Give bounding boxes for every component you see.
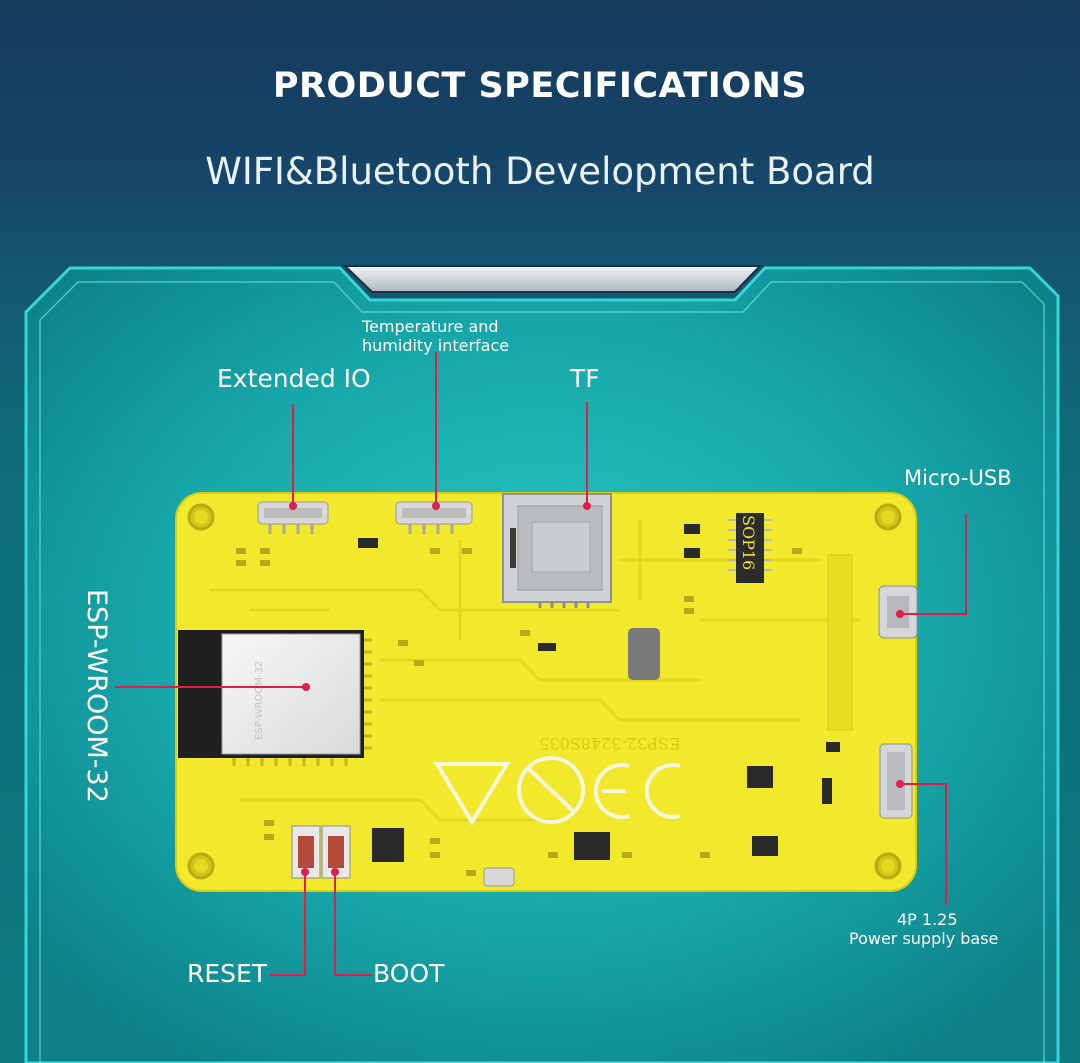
board-silkscreen: ESP32-3248S035 <box>539 734 680 753</box>
temp-humidity-label: Temperature and humidity interface <box>362 317 510 355</box>
page-subtitle: WIFI&Bluetooth Development Board <box>205 150 875 193</box>
esp-wroom-32-module <box>178 630 372 766</box>
power-connector <box>879 743 913 819</box>
power-base-label-line1: 4P 1.25 <box>897 910 958 929</box>
sop16-chip <box>728 513 772 583</box>
page-title: PRODUCT SPECIFICATIONS <box>272 66 808 106</box>
leader-markers <box>289 502 904 876</box>
mount-holes <box>187 503 902 880</box>
esp-module-print: ESP-WROOM-32 <box>254 661 265 740</box>
panel-tab <box>342 265 763 293</box>
power-base-label-line2: Power supply base <box>849 929 999 948</box>
tf-label: TF <box>570 364 600 393</box>
extended-io-label: Extended IO <box>217 364 371 393</box>
boot-label: BOOT <box>373 959 445 988</box>
reset-label: RESET <box>187 959 268 988</box>
cert-marks <box>433 756 681 826</box>
micro-usb-label: Micro-USB <box>904 466 1012 490</box>
sop16-chip-label: SOP16 <box>739 515 758 570</box>
tf-card-slot <box>502 493 612 608</box>
esp-wroom-32-label: ESP-WROOM-32 <box>81 589 112 803</box>
leader-lines <box>115 352 967 976</box>
temp-humidity-connector <box>395 501 473 534</box>
